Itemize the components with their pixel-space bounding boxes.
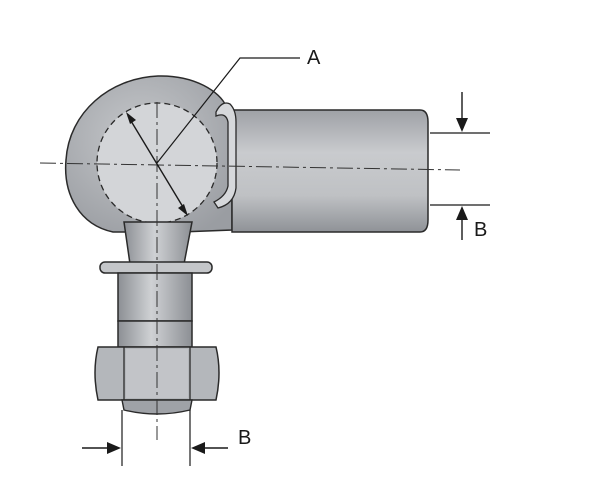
dim-arrowhead-bottom — [456, 206, 468, 220]
dim-arrowhead-top — [456, 118, 468, 132]
diameter-arrow — [127, 115, 187, 213]
leader-line-a — [156, 57, 300, 164]
dim-arrowhead-left — [107, 442, 121, 454]
diameter-arrowhead-top — [126, 112, 136, 124]
cylinder-body — [231, 109, 429, 233]
stud-flange — [99, 261, 213, 274]
label-a: A — [307, 47, 321, 69]
diameter-arrowhead-bottom — [178, 204, 188, 216]
centerline-horizontal — [39, 162, 461, 171]
label-b-stud: B — [238, 427, 251, 449]
dim-arrowhead-right — [191, 442, 205, 454]
stud-neck — [123, 221, 193, 265]
stud-collar — [117, 320, 193, 348]
retaining-clip — [213, 102, 237, 209]
stud-shank — [117, 272, 193, 322]
label-b-side: B — [474, 219, 487, 241]
